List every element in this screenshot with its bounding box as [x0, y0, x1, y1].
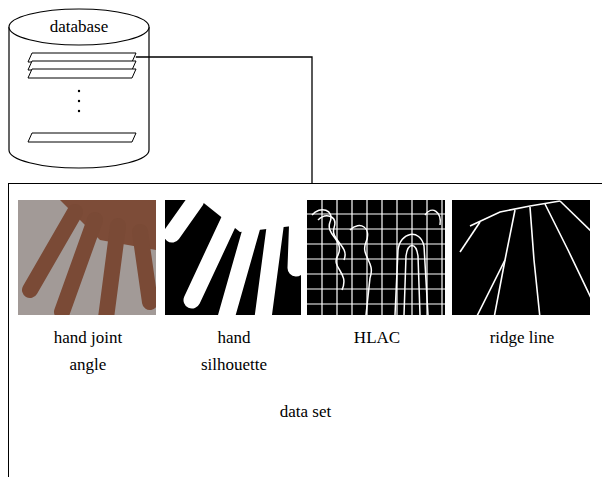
contour	[350, 226, 371, 315]
hlac-image	[307, 200, 445, 315]
connector-line	[136, 57, 312, 183]
cylinder-top	[9, 9, 149, 45]
ridge	[460, 222, 480, 252]
grid	[307, 200, 445, 315]
image-area	[166, 201, 302, 316]
image-ground	[452, 200, 590, 315]
data-tile: hand joint angle	[19, 201, 157, 382]
image-caption: hand joint angle	[38, 324, 138, 378]
data-tile: HLAC	[308, 201, 446, 355]
ridge-lines	[460, 201, 590, 315]
image-caption: hand silhouette	[184, 324, 284, 378]
contour	[395, 234, 428, 315]
data-tile: ridge line	[453, 201, 591, 355]
fingers	[30, 212, 150, 315]
ellipsis-dot	[78, 100, 80, 102]
image-caption: HLAC	[327, 324, 427, 351]
silhouette-image	[165, 200, 301, 315]
group-label: data set	[9, 398, 602, 425]
database-cylinder: database	[8, 5, 150, 170]
data-set-panel: data set hand joint angle hand silhouette H…	[8, 183, 602, 477]
ridge-image	[452, 200, 590, 315]
image-area	[308, 201, 446, 316]
image-ground	[307, 200, 445, 315]
finger	[226, 216, 255, 315]
data-sheet	[28, 133, 136, 142]
finger	[140, 232, 150, 302]
store-label: database	[8, 13, 150, 40]
ellipsis-dot	[78, 110, 80, 112]
contour	[318, 216, 345, 260]
data-sheet	[28, 69, 136, 78]
finger	[62, 220, 95, 312]
fingers	[172, 200, 298, 315]
image-area	[19, 201, 157, 316]
finger	[106, 226, 118, 315]
hand-photo	[18, 200, 156, 315]
ellipsis-dot	[78, 90, 80, 92]
grid-lines	[322, 200, 442, 315]
finger	[172, 200, 196, 234]
ridge	[530, 207, 540, 315]
contour	[425, 210, 440, 225]
contour	[312, 210, 344, 290]
finger	[263, 220, 276, 315]
data-tile: hand silhouette	[166, 201, 302, 382]
finger	[296, 212, 298, 268]
photo-ground	[18, 200, 156, 315]
ridge	[545, 204, 590, 300]
ridge	[560, 201, 590, 232]
cylinder-body	[9, 27, 149, 168]
image-caption: ridge line	[472, 324, 572, 351]
ridge	[476, 260, 505, 315]
contours	[312, 210, 440, 315]
image-area	[453, 201, 591, 316]
contour	[404, 246, 420, 316]
